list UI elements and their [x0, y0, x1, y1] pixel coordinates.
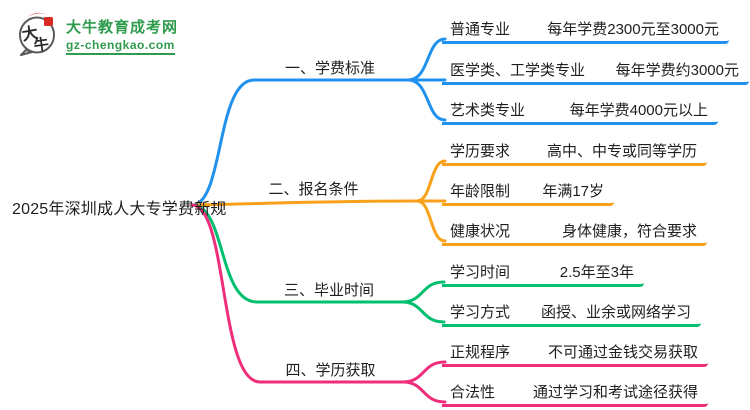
branch3-child2-line — [400, 300, 446, 324]
leaf-label: 普通专业 — [450, 21, 511, 38]
logo-domain: gz-chengkao.com — [66, 38, 175, 55]
leaf-label: 学习时间 — [450, 264, 511, 281]
leaf-row-education-requirement: 学历要求 高中、中专或同等学历 — [442, 137, 707, 166]
leaf-value: 每年学费4000元以上 — [569, 102, 708, 119]
leaf-row-age-limit: 年龄限制 年满17岁 — [442, 177, 614, 206]
leaf-value: 每年学费2300元至3000元 — [547, 21, 719, 38]
branch1-trunk-line — [190, 78, 410, 207]
branch-label-requirements: 二、报名条件 — [268, 181, 359, 198]
leaf-row-ordinary-major: 普通专业 每年学费2300元至3000元 — [442, 15, 729, 44]
leaf-label: 学历要求 — [450, 143, 511, 160]
leaf-row-study-duration: 学习时间 2.5年至3年 — [442, 258, 644, 287]
leaf-value: 身体健康，符合要求 — [561, 223, 697, 240]
leaf-label: 艺术类专业 — [450, 102, 526, 119]
leaf-label: 年龄限制 — [450, 183, 511, 200]
leaf-value: 年满17岁 — [542, 183, 604, 200]
leaf-row-legality: 合法性 通过学习和考试途径获得 — [442, 378, 708, 407]
leaf-label: 健康状况 — [450, 223, 511, 240]
branch4-child2-line — [401, 380, 447, 404]
leaf-row-art-major: 艺术类专业 每年学费4000元以上 — [442, 96, 718, 125]
logo-bull-icon: 大 牛 — [19, 12, 55, 56]
branch2-child3-line — [415, 199, 447, 243]
branch3-child1-line — [400, 280, 446, 304]
leaf-label: 学习方式 — [450, 304, 511, 321]
branch1-child1-line — [406, 37, 447, 82]
leaf-value: 高中、中专或同等学历 — [546, 143, 697, 160]
branch3-trunk-line — [190, 203, 404, 304]
branch1-child3-line — [406, 78, 447, 122]
leaf-label: 医学类、工学类专业 — [450, 62, 586, 79]
branch2-child1-line — [415, 159, 447, 203]
leaf-label: 正规程序 — [450, 344, 511, 361]
leaf-value: 不可通过金钱交易获取 — [547, 344, 698, 361]
leaf-row-health-status: 健康状况 身体健康，符合要求 — [442, 217, 707, 246]
branch4-trunk-line — [190, 203, 405, 384]
logo-title: 大牛教育成考网 — [66, 19, 179, 36]
leaf-value: 函授、业余或网络学习 — [540, 304, 691, 321]
branch4-child1-line — [401, 360, 447, 384]
leaf-row-study-mode: 学习方式 函授、业余或网络学习 — [442, 298, 701, 327]
leaf-value: 2.5年至3年 — [559, 264, 634, 281]
leaf-row-medical-engineering: 医学类、工学类专业 每年学费约3000元 — [442, 56, 749, 85]
leaf-row-formal-procedure: 正规程序 不可通过金钱交易获取 — [442, 338, 708, 367]
branch-label-graduation: 三、毕业时间 — [283, 282, 374, 299]
branch-label-diploma: 四、学历获取 — [285, 362, 376, 379]
branch-label-tuition: 一、学费标准 — [284, 60, 375, 77]
leaf-value: 通过学习和考试途径获得 — [532, 384, 698, 401]
site-logo: 大 牛 大牛教育成考网 gz-chengkao.com — [16, 8, 178, 56]
leaf-value: 每年学费约3000元 — [615, 62, 739, 79]
logo-char-1: 大 — [20, 23, 39, 44]
branch2-trunk-line — [190, 199, 419, 207]
leaf-label: 合法性 — [450, 384, 496, 401]
logo-char-2: 牛 — [33, 35, 50, 55]
root-node: 2025年深圳成人大专学费新规 — [12, 201, 227, 218]
